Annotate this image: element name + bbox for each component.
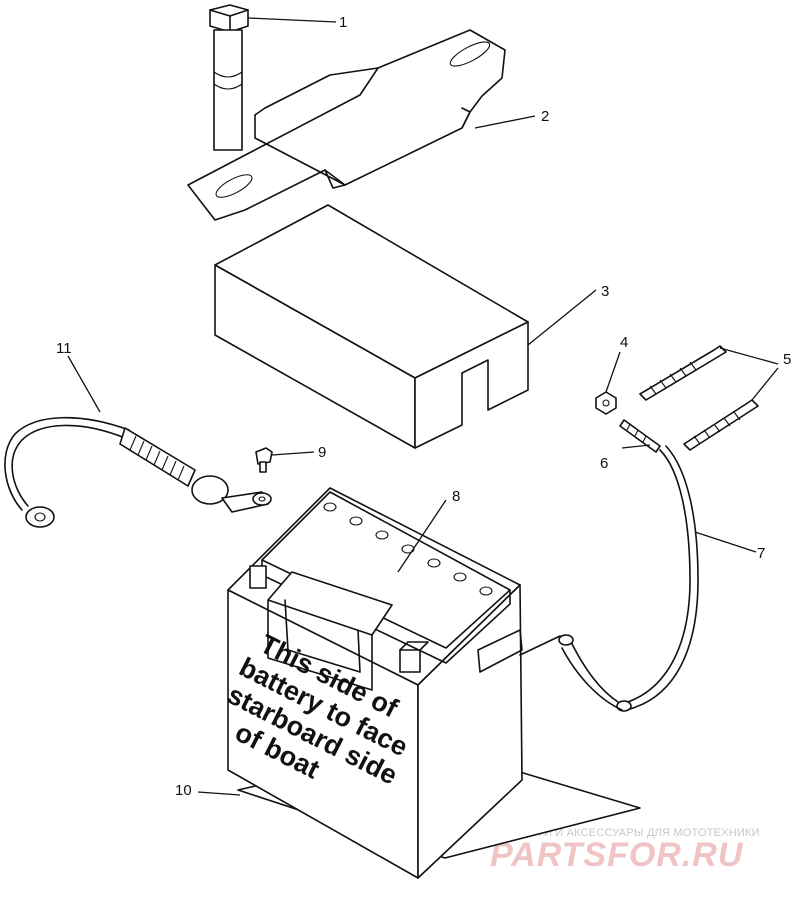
terminal-part-6 [619,419,661,453]
callout-10: 10 [175,782,192,799]
nut-part-4 [595,391,617,415]
leader-lines [67,17,779,796]
callout-11: 11 [56,340,72,357]
callout-7: 7 [757,545,765,562]
bolt-part-1 [209,4,249,151]
watermark: ЗАПЧАСТИ И АКСЕССУАРЫ ДЛЯ МОТОТЕХНИКИ PA… [490,827,760,874]
bracket-part-2 [187,29,506,221]
callout-2: 2 [541,108,549,125]
callout-4: 4 [620,334,628,351]
battery-label: This side of battery to face starboard s… [223,629,413,791]
callout-3: 3 [601,283,609,300]
callout-1: 1 [339,14,347,31]
terminal-bolt-part-9 [255,447,273,473]
callout-6: 6 [600,455,608,472]
cable-part-7 [519,445,699,712]
callout-5: 5 [783,351,791,368]
screws-part-5 [639,345,759,451]
cable-part-11 [4,416,272,528]
cover-part-3 [214,204,529,449]
callout-9: 9 [318,444,326,461]
callout-8: 8 [452,488,460,505]
callout-labels: 1 2 3 4 5 6 7 8 9 10 11 [56,14,791,799]
battery-part-8 [227,487,523,879]
watermark-brand: PARTSFOR.RU [490,836,744,874]
watermark-tagline: ЗАПЧАСТИ И АКСЕССУАРЫ ДЛЯ МОТОТЕХНИКИ [492,827,760,839]
